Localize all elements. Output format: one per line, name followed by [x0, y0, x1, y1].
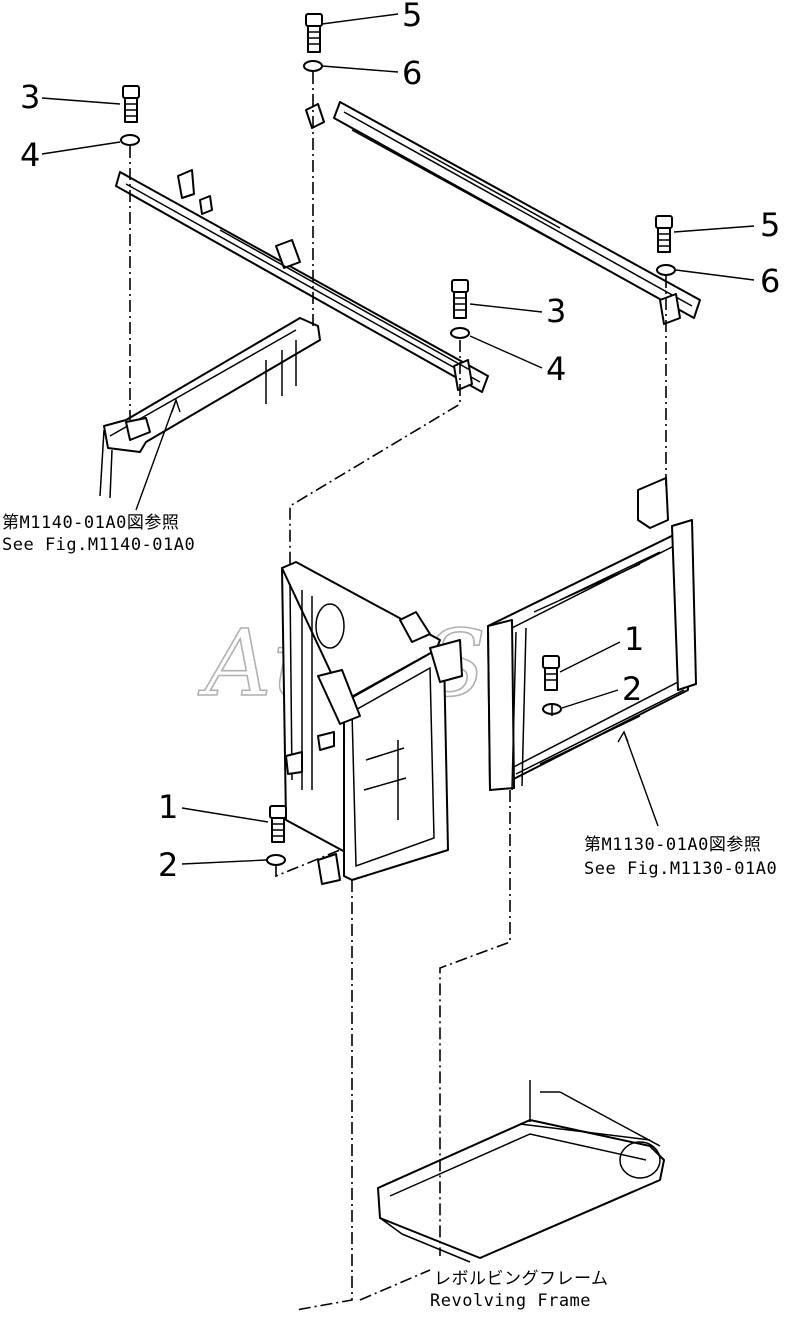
bolt-3-center	[451, 279, 469, 319]
washer-2-left	[266, 854, 286, 866]
callout-2-left: 2	[158, 846, 178, 884]
reference-right-jp: 第M1130-01A0図参照	[584, 835, 761, 855]
upper-cross-member	[115, 169, 489, 393]
frame-label-en: Revolving Frame	[430, 1291, 591, 1311]
revolving-frame	[377, 1080, 665, 1263]
washer-4-left	[120, 134, 140, 146]
callout-6-upper: 6	[402, 54, 422, 92]
callout-3-center: 3	[546, 292, 566, 330]
right-core-assembly	[487, 477, 697, 791]
left-support-bracket	[99, 317, 321, 499]
washer-4-center	[450, 327, 470, 339]
washer-6-upper	[303, 60, 323, 72]
bolt-1-right	[542, 655, 560, 691]
callout-4-left: 4	[20, 136, 40, 174]
assembly-lines	[129, 72, 667, 1311]
callout-5-right: 5	[760, 206, 780, 244]
reference-right-en: See Fig.M1130-01A0	[584, 859, 777, 879]
bolt-5-upper	[305, 13, 323, 53]
callout-4-center: 4	[546, 350, 566, 388]
leader-lines	[41, 13, 755, 865]
rear-support-rail	[305, 101, 701, 325]
bolt-5-right	[655, 215, 673, 253]
washer-6-right	[656, 264, 676, 276]
bolt-1-left	[269, 805, 287, 843]
center-core-assembly	[281, 561, 463, 885]
callout-5-upper: 5	[402, 0, 422, 34]
reference-upper-en: See Fig.M1140-01A0	[2, 535, 195, 555]
callout-2-right: 2	[622, 670, 642, 708]
callout-1-right: 1	[624, 620, 644, 658]
callout-3-left: 3	[20, 78, 40, 116]
frame-label-jp: レボルビングフレーム	[434, 1269, 609, 1289]
bolt-3-left	[122, 85, 140, 123]
reference-upper-jp: 第M1140-01A0図参照	[2, 513, 179, 533]
callout-1-left: 1	[158, 788, 178, 826]
callout-6-right: 6	[760, 262, 780, 300]
